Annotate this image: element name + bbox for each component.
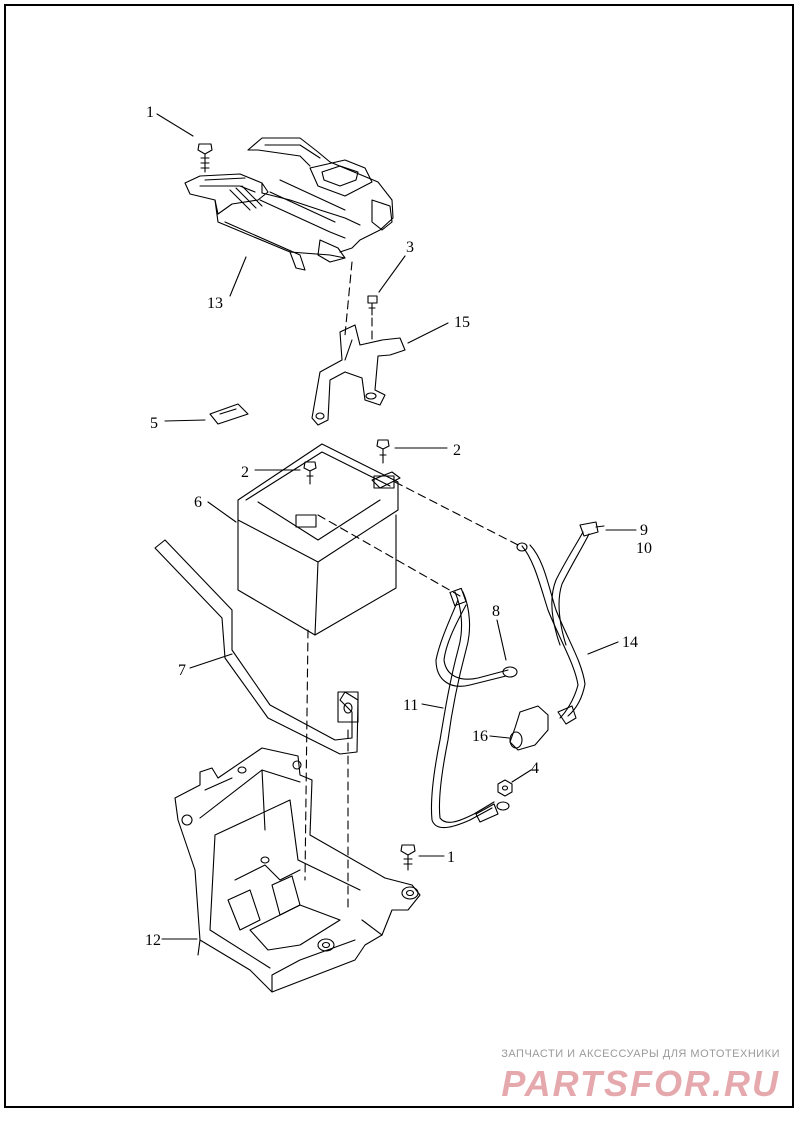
callout-1-top: 1 [146,104,154,121]
callout-6: 6 [194,494,202,511]
electrical-caddy-part-13 [184,137,394,271]
battery-part-6 [237,443,401,636]
callout-13: 13 [207,295,223,312]
negative-cable-part-11 [430,587,518,829]
callout-9: 9 [640,522,648,539]
watermark-brand: PARTSFOR.RU [501,1063,780,1104]
bolt-part-1-top [197,143,213,173]
callout-4: 4 [531,760,539,777]
callout-5: 5 [150,415,158,432]
callout-16: 16 [472,728,488,745]
callout-14: 14 [622,634,638,651]
callout-2-left: 2 [241,464,249,481]
callout-1-bottom: 1 [447,849,455,866]
diagram-frame [4,4,794,1108]
nut-part-4 [497,779,513,797]
leader-lines [156,113,637,940]
hold-down-strap-part-7 [154,539,359,755]
callout-10: 10 [636,540,652,557]
decal-part-5 [209,403,249,425]
callout-7: 7 [178,662,186,679]
callout-labels: 1 13 3 15 5 2 2 6 9 10 8 14 7 11 16 4 1 … [145,104,652,949]
screw-part-3 [367,295,378,316]
alignment-lines [304,261,521,913]
callout-12: 12 [145,932,161,949]
callout-11: 11 [403,697,418,714]
terminal-bolt-part-2-left [303,461,317,485]
callout-15: 15 [454,314,470,331]
bracket-part-15 [311,324,406,426]
callout-8: 8 [492,603,500,620]
callout-3: 3 [406,239,414,256]
terminal-bolt-part-2-right [376,439,390,464]
battery-tray-part-12 [174,747,421,993]
callout-2-right: 2 [453,442,461,459]
positive-cable-part-14 [516,521,605,725]
bolt-part-1-bottom [400,844,416,871]
watermark-tagline: ЗАПЧАСТИ И АКСЕССУАРЫ ДЛЯ МОТОТЕХНИКИ [501,1048,780,1060]
terminal-boot-part-16 [509,705,549,751]
